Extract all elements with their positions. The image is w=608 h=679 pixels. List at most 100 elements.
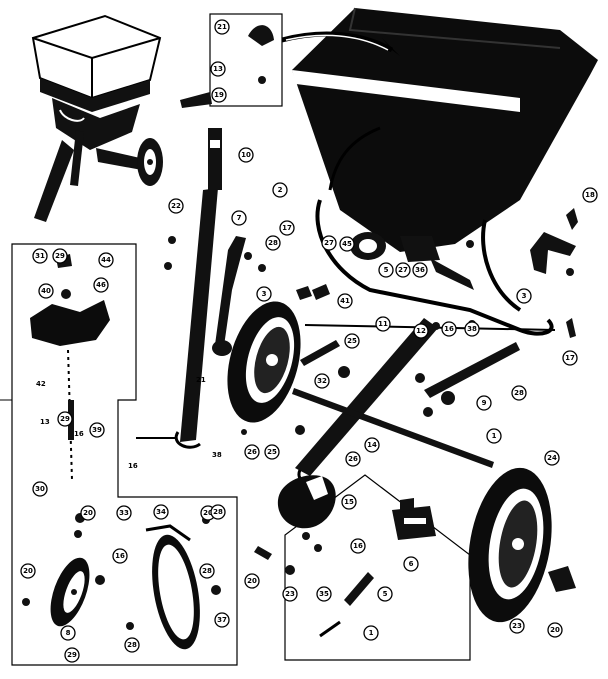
callout-number: 39 <box>92 426 102 434</box>
callout-circle <box>168 198 184 214</box>
callout-c-25a: 25 <box>344 333 360 349</box>
callout-c-7: 7 <box>231 210 247 226</box>
callout-circle <box>64 647 80 663</box>
callout-circle <box>403 556 419 572</box>
callout-number: 1 <box>492 432 497 440</box>
label-l-16b: 16 <box>128 462 138 470</box>
callout-circle <box>20 563 36 579</box>
callout-number: 41 <box>340 297 350 305</box>
callout-number: 22 <box>171 202 181 210</box>
callout-number: 6 <box>409 560 414 568</box>
callout-circle <box>544 450 560 466</box>
callout-number: 29 <box>55 252 65 260</box>
label-l-13: 13 <box>40 418 50 426</box>
callout-c-18: 18 <box>582 187 598 203</box>
callout-c-10: 10 <box>238 147 254 163</box>
callout-circle <box>238 147 254 163</box>
callout-circle <box>339 236 355 252</box>
label-l-42: 42 <box>36 380 46 388</box>
gearbox-part-6 <box>392 498 436 540</box>
callout-number: 26 <box>247 448 257 456</box>
callout-circle <box>214 19 230 35</box>
spreader-thumbnail <box>31 14 163 222</box>
callout-number: 27 <box>324 239 334 247</box>
callout-circle <box>582 187 598 203</box>
callout-number: 31 <box>35 252 45 260</box>
callout-circle <box>509 618 525 634</box>
callout-number: 37 <box>217 616 227 624</box>
callout-number: 35 <box>319 590 329 598</box>
callout-number: 25 <box>267 448 277 456</box>
callout-circle <box>344 333 360 349</box>
hopper <box>292 7 598 336</box>
callout-number: 7 <box>237 214 242 222</box>
label-panel <box>209 13 283 107</box>
callout-circle <box>124 637 140 653</box>
callout-c-36: 36 <box>412 262 428 278</box>
callout-circle <box>199 563 215 579</box>
callout-number: 27 <box>398 266 408 274</box>
callout-number: 21 <box>217 23 227 31</box>
callout-c-25b: 25 <box>264 444 280 460</box>
callout-circle <box>476 395 492 411</box>
callout-c-28b: 28 <box>511 385 527 401</box>
callout-c-16b: 16 <box>350 538 366 554</box>
callout-number: 20 <box>23 567 33 575</box>
callout-number: 14 <box>367 441 377 449</box>
callout-number: 13 <box>213 65 223 73</box>
callout-circle <box>345 451 361 467</box>
callout-c-26b: 26 <box>345 451 361 467</box>
callout-circle <box>395 262 411 278</box>
callout-c-16c: 16 <box>112 548 128 564</box>
callout-circle <box>378 262 394 278</box>
pointer-arrow-head <box>382 38 400 56</box>
callout-c-2: 2 <box>272 182 288 198</box>
callout-number: 5 <box>383 590 388 598</box>
callout-circle <box>214 612 230 628</box>
callout-circle <box>153 504 169 520</box>
callout-circle <box>486 428 502 444</box>
callout-circle <box>265 235 281 251</box>
callout-circle <box>562 350 578 366</box>
callout-number: 30 <box>35 485 45 493</box>
callout-c-29a: 29 <box>52 248 68 264</box>
callout-c-23b: 23 <box>282 586 298 602</box>
callout-number: 44 <box>101 256 111 264</box>
callout-number: 40 <box>41 287 51 295</box>
callout-number: 19 <box>214 91 224 99</box>
callout-circle <box>337 293 353 309</box>
pointer-arrow <box>281 31 394 53</box>
callout-number: 2 <box>278 186 283 194</box>
small-wheel-left <box>50 557 90 627</box>
callout-number: 25 <box>347 337 357 345</box>
callout-circle <box>244 444 260 460</box>
callout-circle <box>282 586 298 602</box>
callout-c-34: 34 <box>153 504 169 520</box>
callout-c-39: 39 <box>89 422 105 438</box>
callout-circle <box>60 625 76 641</box>
small-wheel-center <box>145 524 200 650</box>
callout-c-29b: 29 <box>57 411 73 427</box>
callout-number: 9 <box>482 399 487 407</box>
callout-c-33: 33 <box>116 505 132 521</box>
callout-circle <box>116 505 132 521</box>
callout-number: 17 <box>282 224 292 232</box>
callout-circle <box>210 504 226 520</box>
callout-number: 28 <box>213 508 223 516</box>
callout-circle <box>441 321 457 337</box>
callout-number: 23 <box>285 590 295 598</box>
callout-number: 12 <box>416 327 426 335</box>
callout-c-9: 9 <box>476 395 492 411</box>
callout-number: 20 <box>550 626 560 634</box>
label-l-38: 38 <box>212 451 222 459</box>
callout-number: 45 <box>342 240 352 248</box>
callout-circle <box>279 220 295 236</box>
callout-number: 3 <box>522 292 527 300</box>
callout-c-22: 22 <box>168 198 184 214</box>
callout-number: 17 <box>565 354 575 362</box>
callout-c-12: 12 <box>413 323 429 339</box>
callout-circle <box>511 385 527 401</box>
callout-c-5: 5 <box>378 262 394 278</box>
callout-number: 29 <box>60 415 70 423</box>
